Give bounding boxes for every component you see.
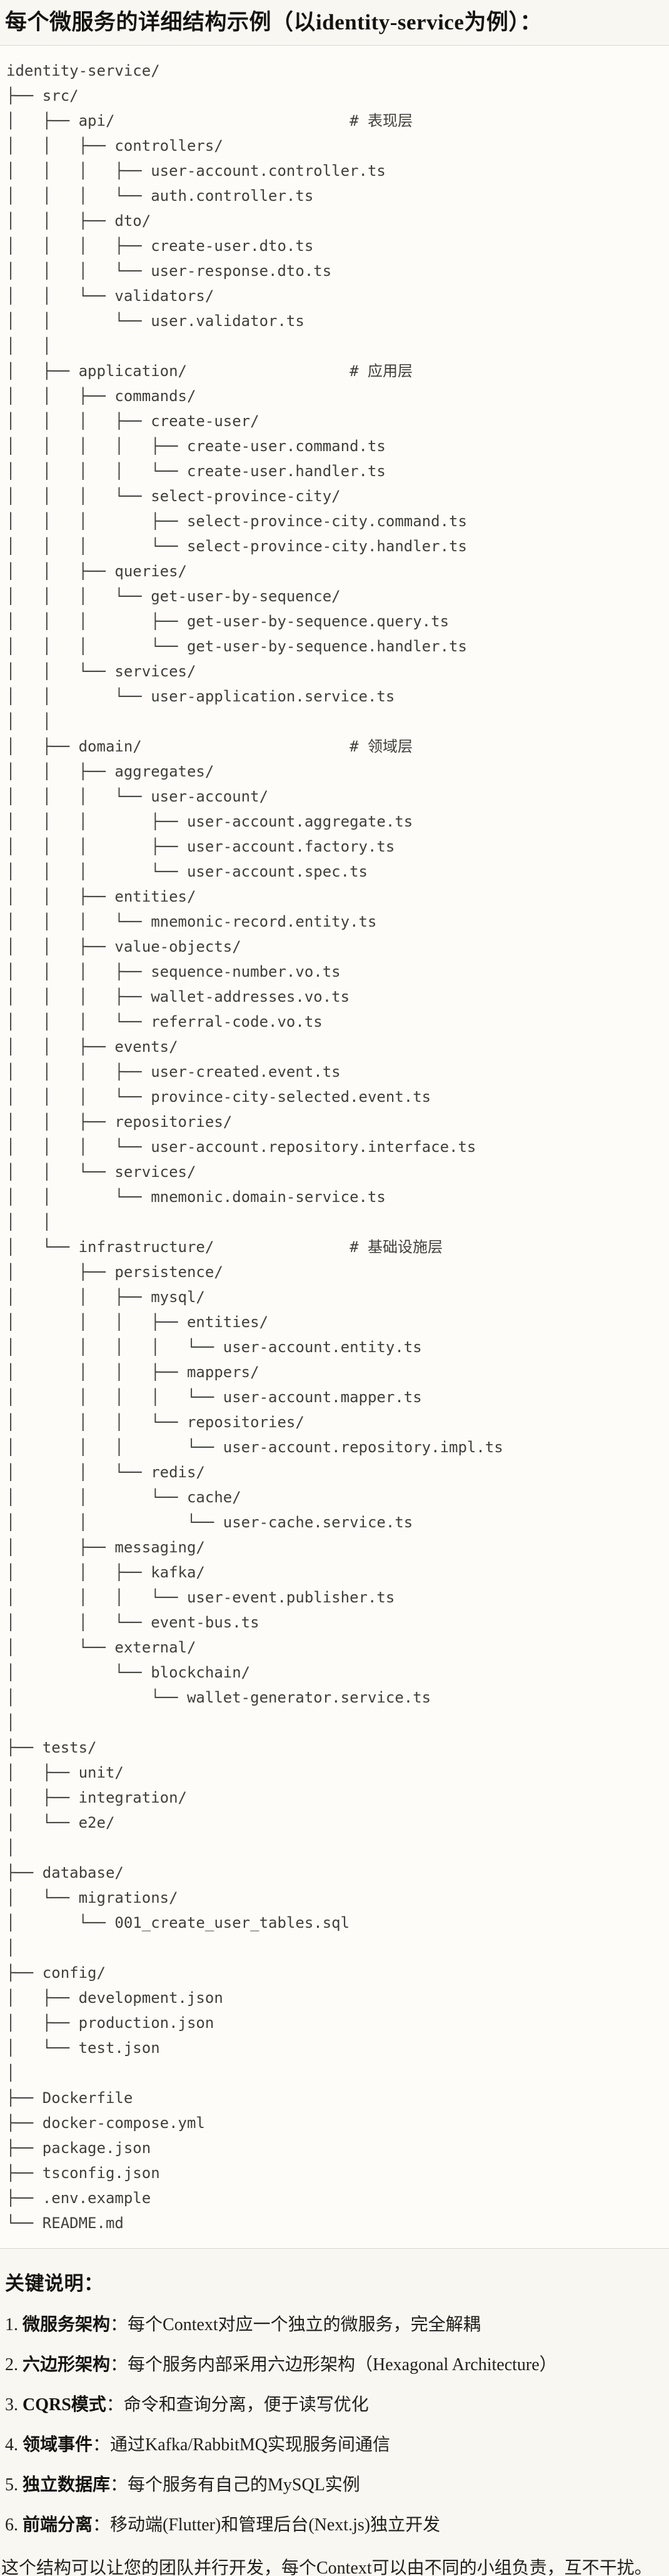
list-item: 4.领域事件：通过Kafka/RabbitMQ实现服务间通信 bbox=[5, 2433, 664, 2456]
list-item: 6.前端分离：移动端(Flutter)和管理后台(Next.js)独立开发 bbox=[5, 2513, 664, 2537]
list-item-number: 4. bbox=[5, 2435, 18, 2455]
list-item: 3.CQRS模式：命令和查询分离，便于读写优化 bbox=[5, 2393, 664, 2416]
notes-heading: 关键说明： bbox=[5, 2273, 104, 2294]
list-item: 5.独立数据库：每个服务有自己的MySQL实例 bbox=[5, 2473, 664, 2497]
list-item: 2.六边形架构：每个服务内部采用六边形架构（Hexagonal Architec… bbox=[5, 2353, 664, 2376]
code-block: identity-service/ ├── src/ │ ├── api/ # … bbox=[0, 45, 669, 2249]
list-item-text: ：通过Kafka/RabbitMQ实现服务间通信 bbox=[93, 2435, 390, 2455]
list-item-label: 微服务架构 bbox=[23, 2315, 111, 2334]
notes-section: 关键说明： 1. 微服务架构：每个Context对应一个独立的微服务，完全解耦 2… bbox=[0, 2271, 669, 2576]
list-item-label: 领域事件 bbox=[23, 2435, 93, 2455]
list-item: 1. 微服务架构：每个Context对应一个独立的微服务，完全解耦 bbox=[5, 2313, 664, 2336]
list-item-number: 3. bbox=[5, 2395, 18, 2415]
closing-paragraph: 这个结构可以让您的团队并行开发，每个Context可以由不同的小组负责，互不干扰… bbox=[1, 2558, 652, 2576]
list-item-number: 1. bbox=[5, 2315, 18, 2334]
list-item-text: ：每个服务内部采用六边形架构（Hexagonal Architecture） bbox=[110, 2355, 557, 2375]
list-item-text: ：每个服务有自己的MySQL实例 bbox=[110, 2475, 360, 2495]
page-title: 每个微服务的详细结构示例（以identity-service为例）： bbox=[5, 10, 542, 34]
list-item-number: 6. bbox=[5, 2515, 18, 2535]
list-item-text: ：每个Context对应一个独立的微服务，完全解耦 bbox=[110, 2315, 481, 2334]
list-item-number: 2. bbox=[5, 2355, 18, 2375]
notes-list: 1. 微服务架构：每个Context对应一个独立的微服务，完全解耦 2.六边形架构… bbox=[5, 2313, 664, 2537]
list-item-label: 独立数据库 bbox=[23, 2475, 111, 2495]
file-tree: identity-service/ ├── src/ │ ├── api/ # … bbox=[6, 62, 503, 2232]
list-item-label: CQRS模式 bbox=[23, 2395, 106, 2415]
list-item-label: 前端分离 bbox=[23, 2515, 93, 2535]
list-item-number: 5. bbox=[5, 2475, 18, 2495]
list-item-text: ：命令和查询分离，便于读写优化 bbox=[106, 2395, 369, 2415]
list-item-text: ：移动端(Flutter)和管理后台(Next.js)独立开发 bbox=[93, 2515, 441, 2535]
list-item-label: 六边形架构 bbox=[23, 2355, 111, 2375]
